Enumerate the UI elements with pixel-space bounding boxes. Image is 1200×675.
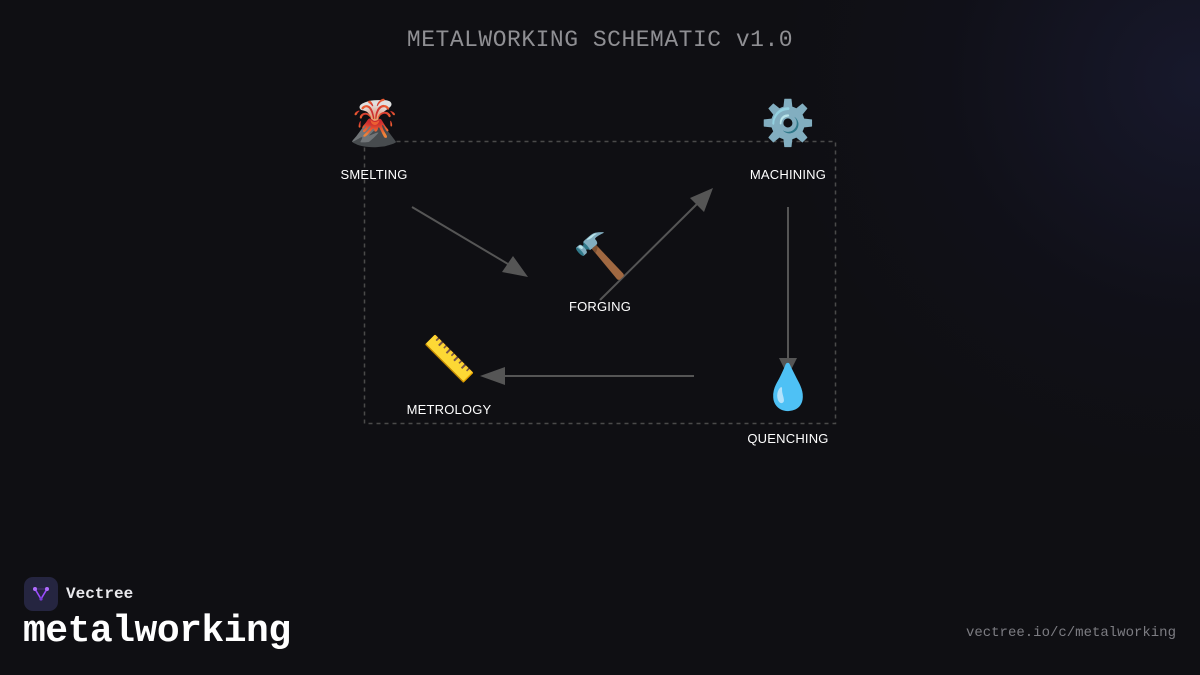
- node-label-quenching: QUENCHING: [747, 431, 829, 446]
- process-boundary: [363, 140, 837, 425]
- vectree-logo-icon: [24, 577, 58, 611]
- node-label-smelting: SMELTING: [340, 167, 408, 182]
- node-label-forging: FORGING: [568, 299, 632, 314]
- edge-quenching-metrology: [480, 367, 694, 385]
- edge-smelting-forging: [411, 206, 528, 277]
- edge-forging-machining: [599, 188, 713, 301]
- gear-icon: ⚙️: [760, 98, 816, 149]
- volcano-icon: 🌋: [346, 98, 402, 149]
- droplet-icon: 💧: [760, 362, 816, 413]
- hammer-icon: 🔨: [572, 231, 628, 282]
- node-label-machining: MACHINING: [749, 167, 827, 182]
- ruler-icon: 📏: [421, 334, 477, 385]
- course-url: vectree.io/c/metalworking: [965, 625, 1176, 641]
- brand: Vectree: [24, 577, 133, 611]
- node-label-metrology: METROLOGY: [406, 402, 492, 417]
- diagram-title: METALWORKING SCHEMATIC v1.0: [406, 27, 794, 53]
- brand-name: Vectree: [66, 585, 134, 603]
- edge-machining-quenching: [779, 207, 797, 376]
- course-title: metalworking: [23, 610, 291, 653]
